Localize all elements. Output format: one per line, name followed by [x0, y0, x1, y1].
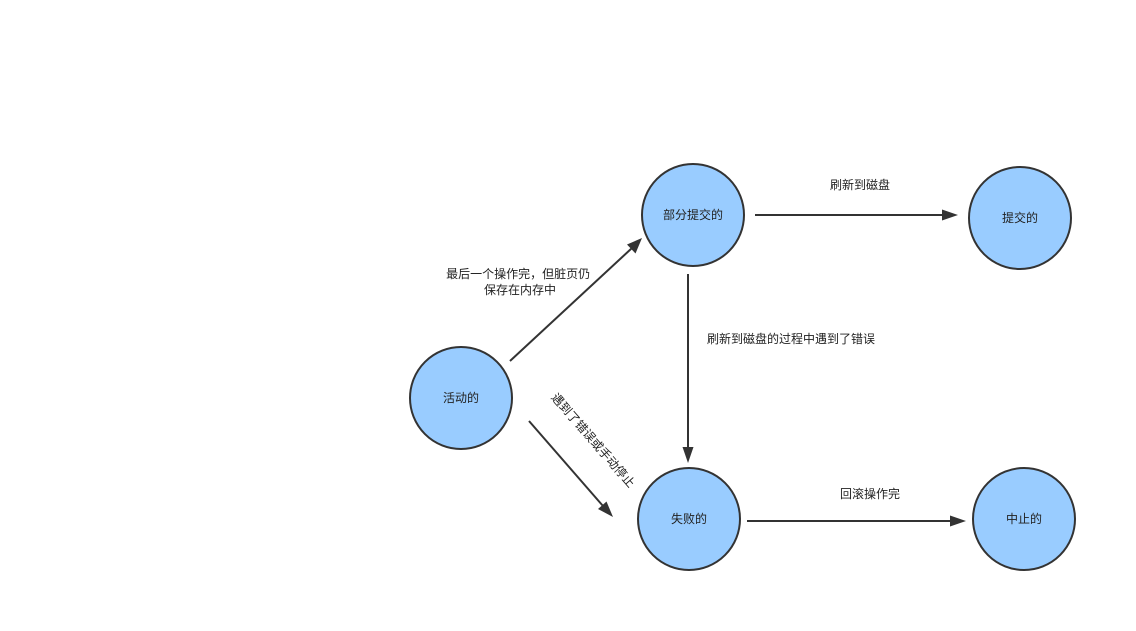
edge-label-partial-to-failed: 刷新到磁盘的过程中遇到了错误: [707, 331, 875, 346]
node-circle: [641, 163, 745, 267]
arrowhead: [598, 501, 613, 517]
edge-line: [509, 247, 633, 362]
node-circle: [968, 166, 1072, 270]
node-circle: [972, 467, 1076, 571]
arrowhead: [627, 238, 642, 254]
node-label: 活动的: [443, 390, 479, 405]
arrowhead: [950, 515, 966, 527]
edge-label-line-2: 保存在内存中: [484, 282, 556, 297]
edge-label-active-to-partial: 最后一个操作完，但脏页仍 保存在内存中: [446, 266, 594, 297]
edge-partial-to-committed: [755, 209, 958, 221]
node-label: 部分提交的: [663, 207, 723, 222]
node-failed: 失败的: [637, 467, 741, 571]
edge-active-to-partial: [509, 238, 642, 362]
node-aborted: 中止的: [972, 467, 1076, 571]
node-committed: 提交的: [968, 166, 1072, 270]
arrowhead: [942, 209, 958, 221]
edge-label-line-1: 最后一个操作完，但脏页仍: [446, 266, 590, 281]
node-active: 活动的: [409, 346, 513, 450]
node-circle: [637, 467, 741, 571]
arrowhead: [682, 447, 694, 463]
edge-failed-to-aborted: [747, 515, 966, 527]
node-circle: [409, 346, 513, 450]
edge-label-failed-to-aborted: 回滚操作完: [840, 486, 900, 501]
node-label: 失败的: [671, 511, 707, 526]
node-label: 中止的: [1006, 511, 1042, 526]
edge-label-active-to-failed: 遇到了错误或手动停止: [548, 390, 638, 490]
edge-line: [528, 420, 604, 507]
node-label: 提交的: [1002, 210, 1038, 225]
edge-label-partial-to-committed: 刷新到磁盘: [830, 177, 890, 192]
edge-active-to-failed: [528, 420, 613, 517]
edge-partial-to-failed: [682, 274, 694, 463]
node-partially-committed: 部分提交的: [641, 163, 745, 267]
